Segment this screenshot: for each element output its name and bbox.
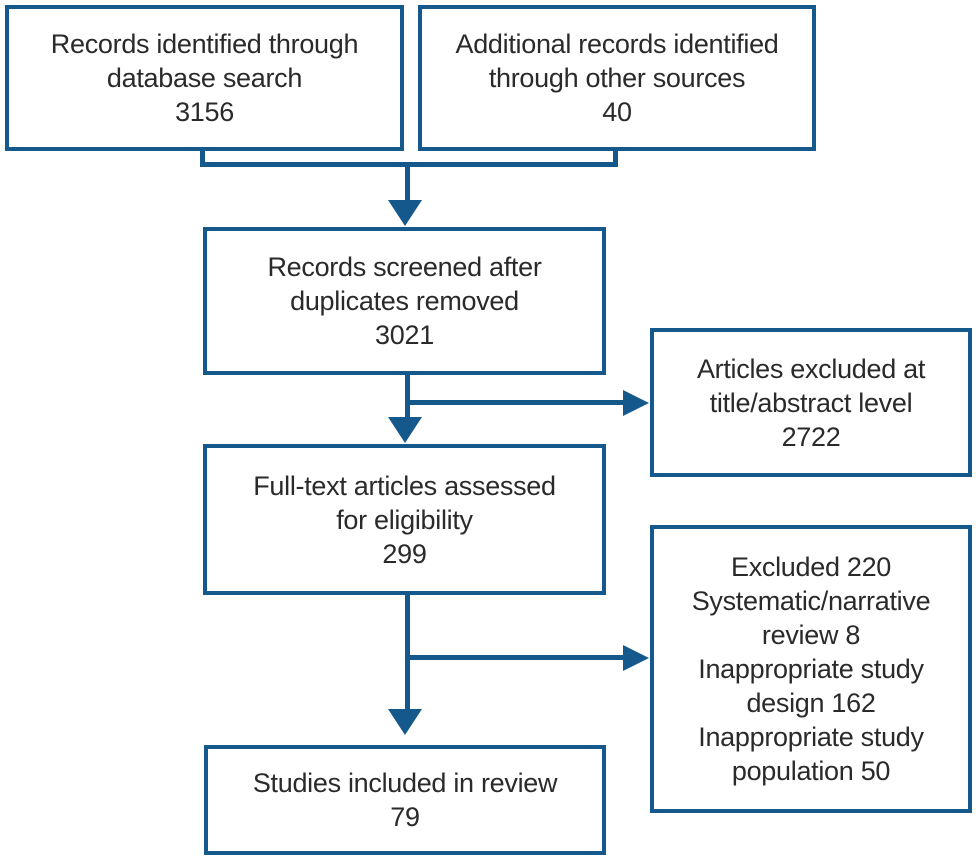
arrowhead-down-to-included-icon (388, 709, 422, 735)
connector-stub-database (200, 151, 205, 164)
connector-merge-vertical (405, 165, 410, 201)
node-studies-included: Studies included in review 79 (204, 745, 606, 855)
node-fulltext-assessed: Full-text articles assessed for eligibil… (203, 444, 606, 595)
connector-branch-title-abstract (407, 400, 623, 405)
connector-fulltext-to-included (405, 594, 410, 709)
node-fulltext-excluded-reasons: Excluded 220 Systematic/narrative review… (650, 525, 972, 813)
node-excluded-title-abstract: Articles excluded at title/abstract leve… (650, 328, 972, 477)
node-records-screened: Records screened after duplicates remove… (203, 227, 606, 375)
node-records-identified-database: Records identified through database sear… (5, 5, 404, 151)
node-records-identified-other: Additional records identified through ot… (418, 5, 816, 151)
connector-screened-to-fulltext (405, 374, 410, 418)
connector-merge-line (200, 162, 618, 167)
arrowhead-down-to-screened-icon (388, 200, 422, 226)
arrowhead-down-to-fulltext-icon (388, 417, 422, 443)
arrowhead-right-to-title-abstract-icon (623, 390, 649, 416)
arrowhead-right-to-excluded-reasons-icon (623, 645, 649, 671)
connector-stub-other-sources (613, 151, 618, 164)
connector-branch-fulltext-excluded (407, 655, 623, 660)
